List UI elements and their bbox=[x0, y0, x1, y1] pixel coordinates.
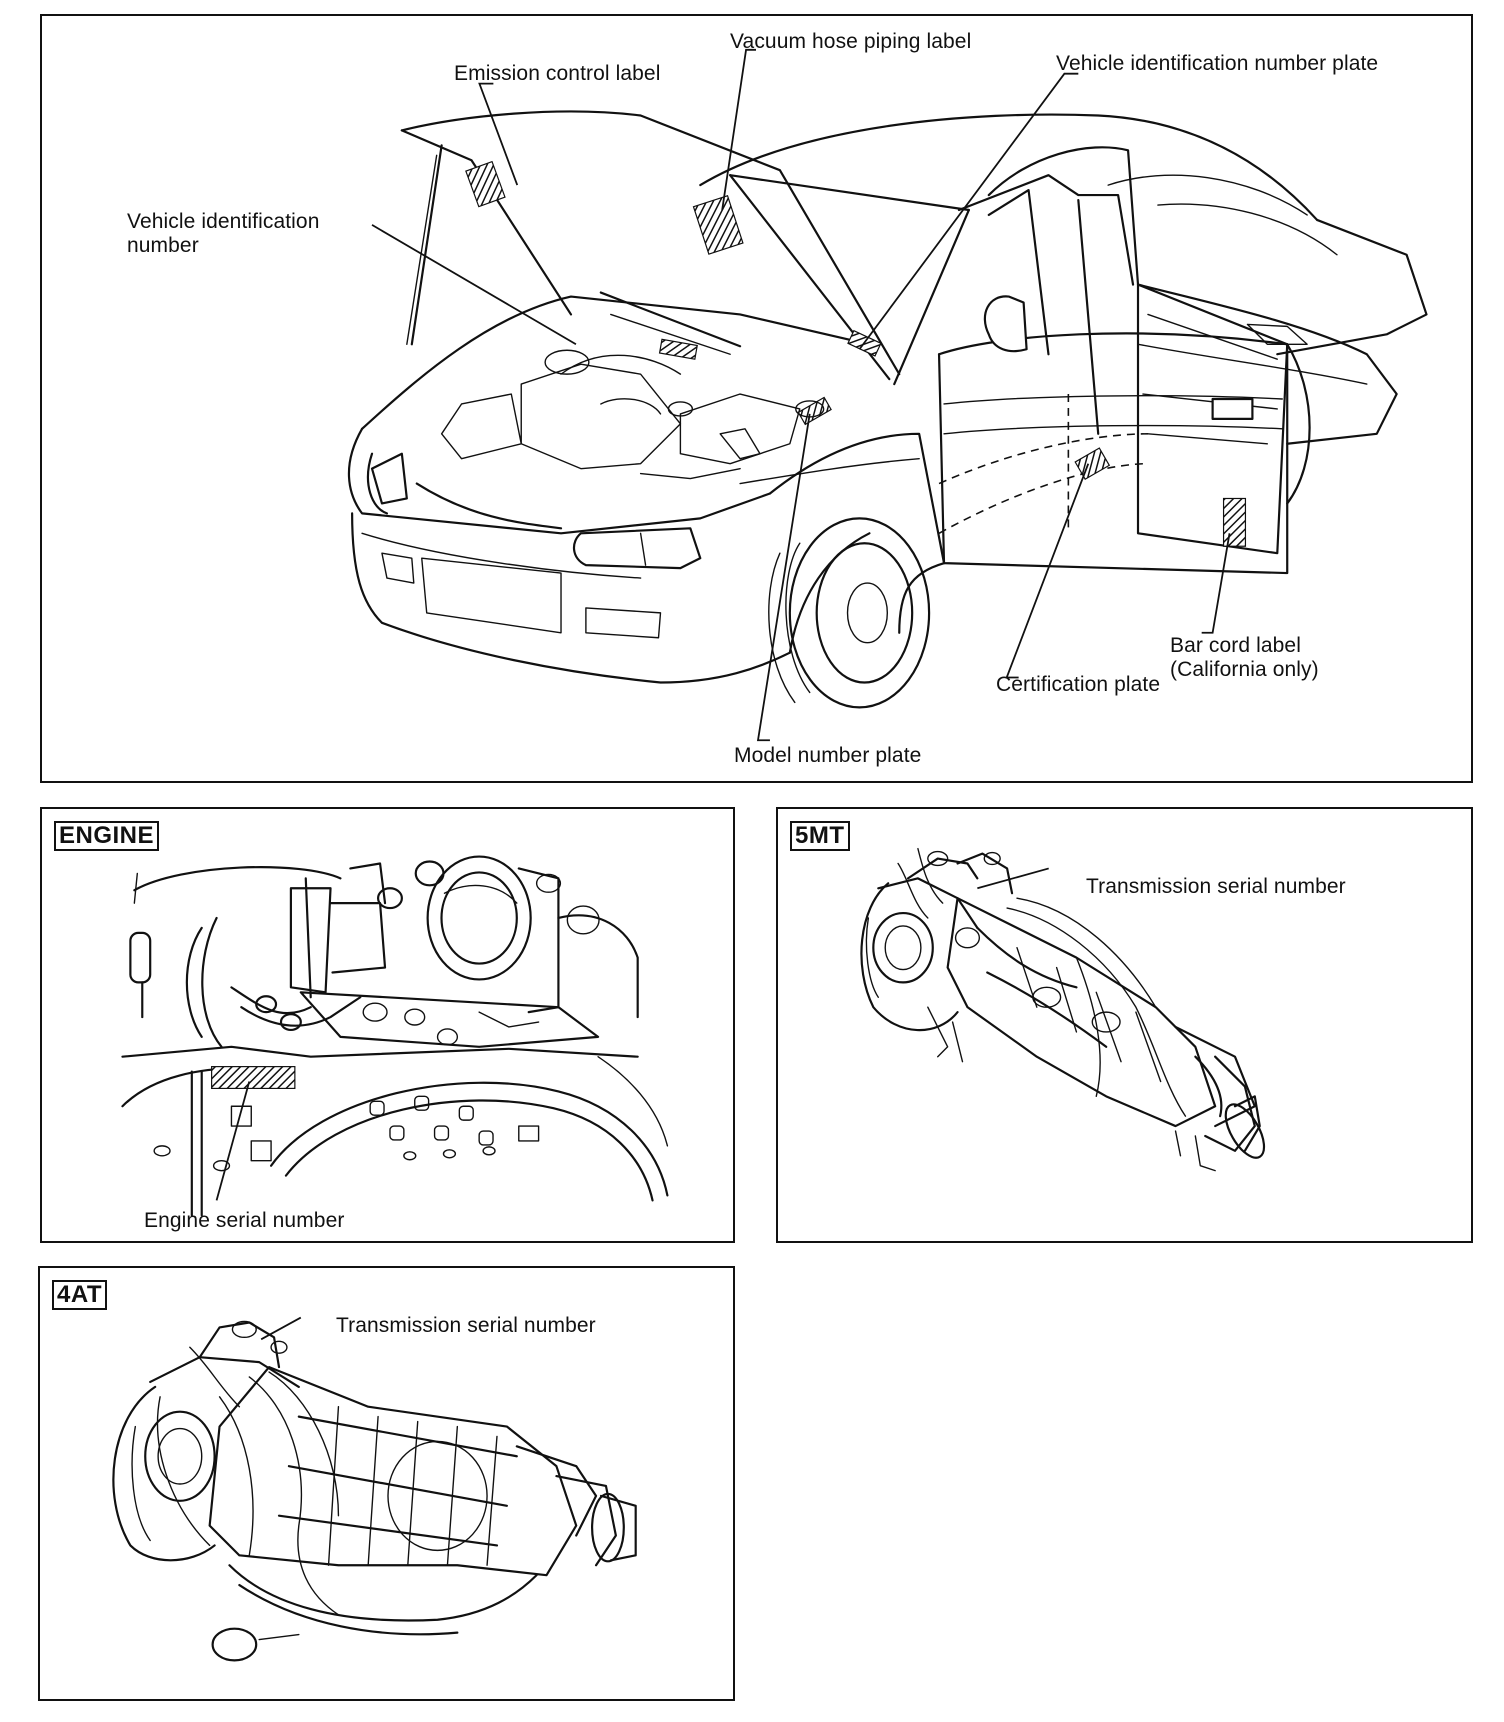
engine-serial-number-label: Engine serial number bbox=[144, 1209, 345, 1232]
roof-line bbox=[699, 113, 1319, 222]
throttle-body bbox=[426, 855, 532, 981]
flywheel bbox=[269, 1081, 669, 1197]
hood bbox=[400, 110, 901, 376]
vin-plate-label: Vehicle identification number plate bbox=[1056, 52, 1379, 75]
5mt-transmission-serial-number-label: Transmission serial number bbox=[1086, 875, 1346, 898]
left-headlight bbox=[370, 452, 408, 505]
vin-mark bbox=[658, 338, 698, 360]
engine-tag: ENGINE bbox=[54, 821, 160, 851]
4at-tag: 4AT bbox=[52, 1280, 108, 1310]
bell-housing bbox=[860, 882, 959, 1032]
model-number-plate-label: Model number plate bbox=[734, 744, 922, 767]
transmission-case bbox=[946, 897, 1217, 1128]
vin-label-line2: number bbox=[127, 234, 199, 257]
bar-cord-label-line2: (California only) bbox=[1170, 658, 1319, 681]
certification-plate-mark bbox=[1074, 447, 1111, 481]
bar-cord-label-line1: Bar cord label bbox=[1170, 634, 1301, 657]
output-shaft-housing bbox=[591, 1492, 625, 1563]
4at-transmission-illustration bbox=[112, 1316, 637, 1662]
engine-panel: ENGINE Engine serial number bbox=[40, 807, 735, 1243]
vacuum-hose-piping-label: Vacuum hose piping label bbox=[730, 30, 972, 53]
4at-panel: 4AT Transmission serial number bbox=[38, 1266, 735, 1701]
rear-door bbox=[1136, 283, 1289, 555]
certification-plate-label: Certification plate bbox=[996, 673, 1161, 696]
oil-pan bbox=[228, 1564, 538, 1622]
right-headlight bbox=[572, 527, 702, 570]
vin-label-line1: Vehicle identification bbox=[127, 210, 320, 233]
oil-filter bbox=[211, 1627, 258, 1662]
engine-serial-number-mark bbox=[211, 1066, 296, 1090]
front-door bbox=[937, 343, 1289, 575]
side-mirror bbox=[983, 295, 1028, 353]
vehicle-illustration bbox=[347, 48, 1428, 742]
emission-control-label-mark bbox=[465, 160, 506, 208]
bell-housing bbox=[112, 1385, 216, 1562]
5mt-transmission-illustration bbox=[860, 847, 1266, 1172]
front-wheel bbox=[788, 517, 931, 709]
transmission-case bbox=[208, 1365, 578, 1577]
engine-illustration bbox=[121, 855, 669, 1217]
5mt-tag: 5MT bbox=[790, 821, 850, 851]
model-number-plate-mark bbox=[797, 396, 832, 426]
4at-transmission-serial-number-label: Transmission serial number bbox=[336, 1314, 596, 1337]
bumper bbox=[351, 512, 791, 684]
vacuum-hose-label-mark bbox=[692, 194, 744, 255]
front-door-top bbox=[937, 332, 1289, 356]
bar-code-label-mark bbox=[1222, 497, 1247, 547]
emission-control-label: Emission control label bbox=[454, 62, 661, 85]
vehicle-label-locations-panel: Emission control label Vacuum hose pipin… bbox=[40, 14, 1473, 783]
5mt-panel: 5MT Transmission serial number bbox=[776, 807, 1473, 1243]
rear-deck bbox=[1276, 218, 1428, 356]
front-fascia bbox=[347, 427, 772, 535]
